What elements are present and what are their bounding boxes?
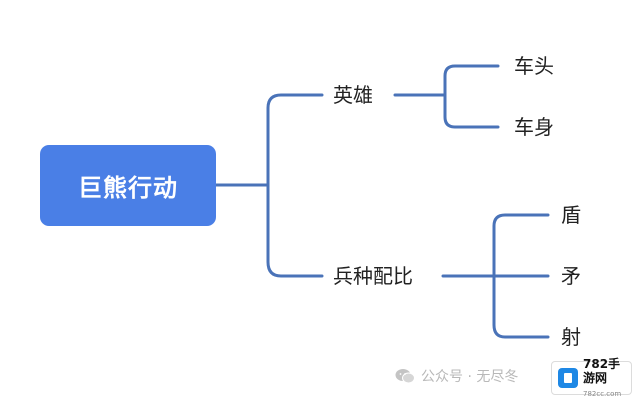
leaf-node-ranged: 射 — [561, 325, 581, 349]
site-logo-icon — [558, 368, 578, 388]
connector-troops-ranged — [492, 274, 550, 339]
connector-hero-body — [443, 93, 500, 129]
site-badge-domain: 782cc.com — [583, 390, 622, 398]
connector-branch-troops — [266, 183, 324, 278]
wechat-icon — [395, 369, 415, 384]
watermark-text: 公众号 · 无尽冬 — [421, 369, 519, 385]
branch-node-hero: 英雄 — [333, 83, 373, 107]
connector-troops-shield — [492, 213, 550, 278]
leaf-node-hero-head: 车头 — [514, 54, 554, 78]
leaf-node-hero-body: 车身 — [514, 115, 554, 139]
watermark: 公众号 · 无尽冬 — [395, 366, 518, 386]
leaf-node-spear: 矛 — [561, 264, 581, 288]
site-badge[interactable]: 782手游网 782cc.com — [551, 357, 632, 398]
connector-branch-hero — [266, 93, 324, 187]
root-node-label: 巨熊行动 — [78, 174, 178, 202]
connector-hero-head — [443, 64, 500, 97]
leaf-node-shield: 盾 — [561, 203, 581, 227]
branch-node-troops: 兵种配比 — [333, 264, 413, 288]
root-node: 巨熊行动 — [40, 145, 216, 226]
site-badge-brand: 782手游网 — [583, 357, 621, 385]
